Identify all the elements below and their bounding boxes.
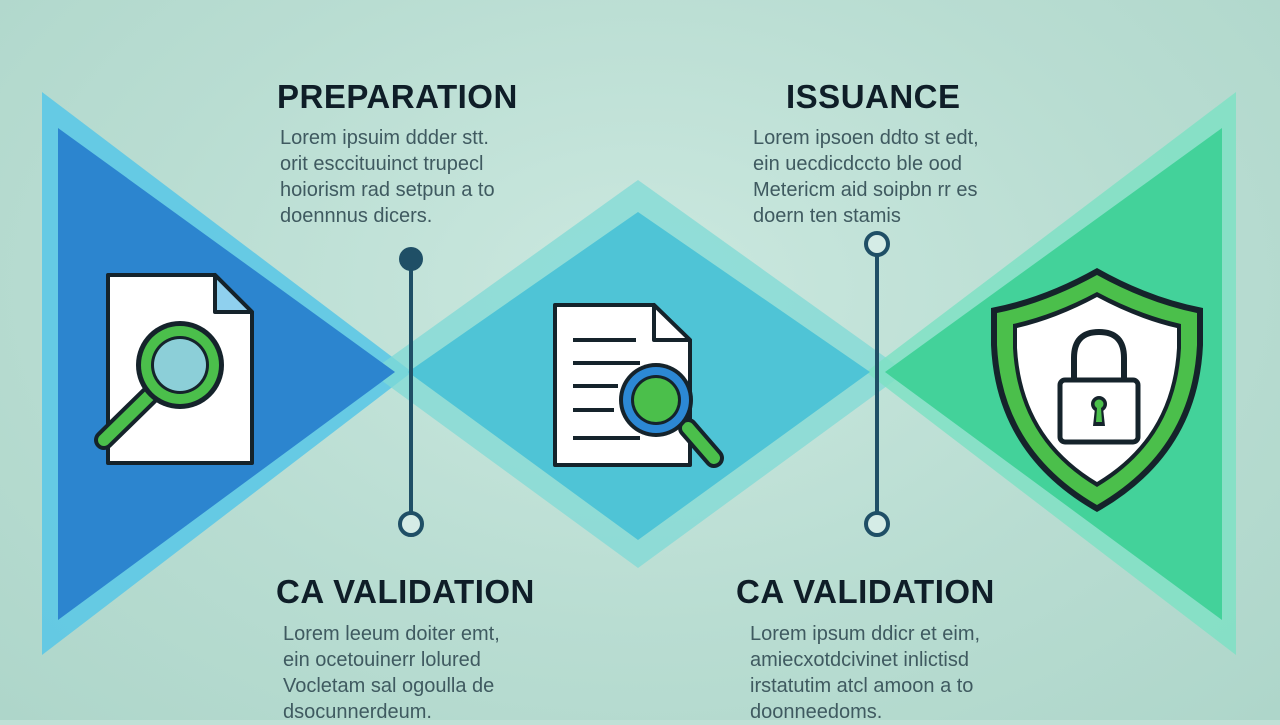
connector-dot-bottom (864, 511, 890, 537)
step-text-ca-validation-right: Lorem ipsum ddicr et eim, amiecxotdcivin… (750, 623, 981, 723)
connector-left (398, 247, 424, 537)
step-title-ca-validation-right: CA VALIDATION (736, 573, 995, 610)
shield-lock-icon (991, 268, 1203, 512)
step-title-preparation: PREPARATION (277, 78, 518, 115)
step-title-ca-validation-left: CA VALIDATION (276, 573, 535, 610)
step-text-preparation: Lorem ipsuim ddder stt. orit esccituuinc… (280, 127, 495, 227)
connector-right (864, 231, 890, 537)
document-search-icon (94, 273, 254, 465)
connector-dot-top (864, 231, 890, 257)
connector-dot-bottom (398, 511, 424, 537)
document-magnifier-icon (553, 303, 724, 468)
step-text-issuance: Lorem ipsoen ddto st edt, ein uecdicdcct… (753, 127, 979, 227)
step-text-ca-validation-left: Lorem leeum doiter emt, ein ocetouinerr … (283, 623, 500, 723)
step-title-issuance: ISSUANCE (786, 78, 961, 115)
connector-dot-top-filled (399, 247, 423, 271)
